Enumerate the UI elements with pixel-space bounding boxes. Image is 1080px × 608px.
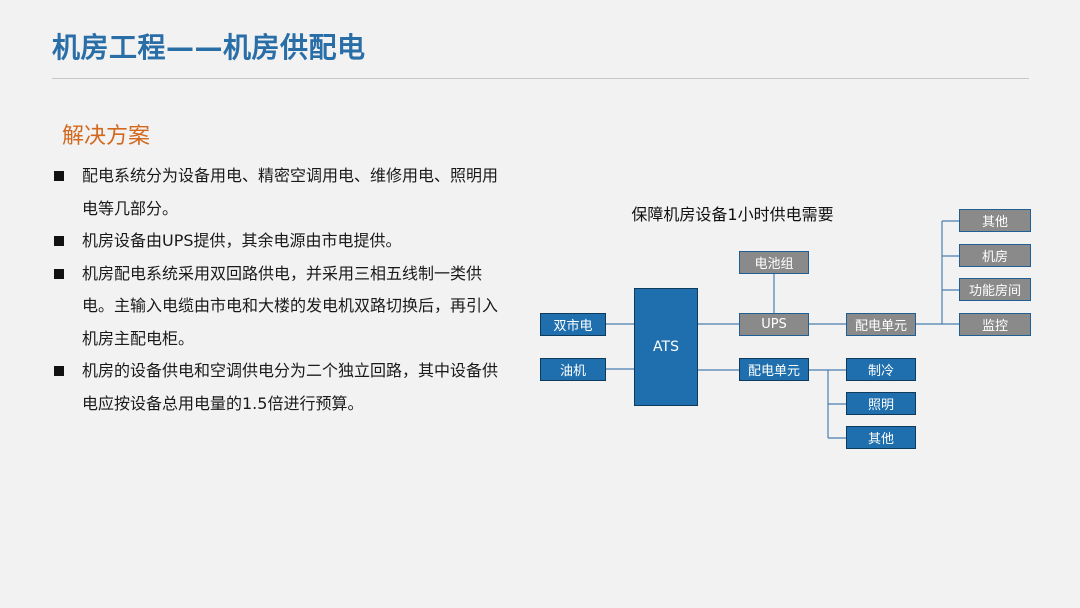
bullet-item: 机房设备由UPS提供，其余电源由市电提供。 [52, 225, 512, 258]
page-title: 机房工程——机房供配电 [52, 31, 366, 64]
title-divider [52, 78, 1029, 79]
generator-node: 油机 [540, 358, 606, 381]
other-node: 其他 [846, 426, 916, 449]
square-bullet-icon [54, 171, 64, 181]
section-heading: 解决方案 [62, 124, 151, 149]
bullet-text: 机房配电系统采用双回路供电，并采用三相五线制一类供电。主输入电缆由市电和大楼的发… [82, 263, 499, 348]
diagram-title: 保障机房设备1小时供电需要 [631, 205, 834, 224]
bullet-item: 机房配电系统采用双回路供电，并采用三相五线制一类供电。主输入电缆由市电和大楼的发… [52, 258, 512, 356]
bullet-text: 机房设备由UPS提供，其余电源由市电提供。 [82, 231, 402, 250]
battery-node: 电池组 [739, 251, 809, 274]
ats-node: ATS [634, 288, 698, 406]
square-bullet-icon [54, 236, 64, 246]
bullet-text: 配电系统分为设备用电、精密空调用电、维修用电、照明用电等几部分。 [82, 166, 499, 218]
city-power-node: 双市电 [540, 313, 606, 336]
bullet-list: 配电系统分为设备用电、精密空调用电、维修用电、照明用电等几部分。 机房设备由UP… [52, 160, 512, 420]
bullet-item: 机房的设备供电和空调供电分为二个独立回路，其中设备供电应按设备总用电量的1.5倍… [52, 355, 512, 420]
square-bullet-icon [54, 268, 64, 279]
distribution-unit-node: 配电单元 [846, 313, 916, 336]
bullet-text: 机房的设备供电和空调供电分为二个独立回路，其中设备供电应按设备总用电量的1.5倍… [82, 361, 499, 413]
bullet-item: 配电系统分为设备用电、精密空调用电、维修用电、照明用电等几部分。 [52, 160, 512, 225]
function-room-node: 功能房间 [959, 278, 1031, 301]
square-bullet-icon [54, 366, 64, 376]
lighting-node: 照明 [846, 392, 916, 415]
ups-node: UPS [739, 313, 809, 336]
server-room-node: 机房 [959, 244, 1031, 267]
distribution-unit-node: 配电单元 [739, 358, 809, 381]
cooling-node: 制冷 [846, 358, 916, 381]
other-node: 其他 [959, 209, 1031, 232]
monitoring-node: 监控 [959, 313, 1031, 336]
